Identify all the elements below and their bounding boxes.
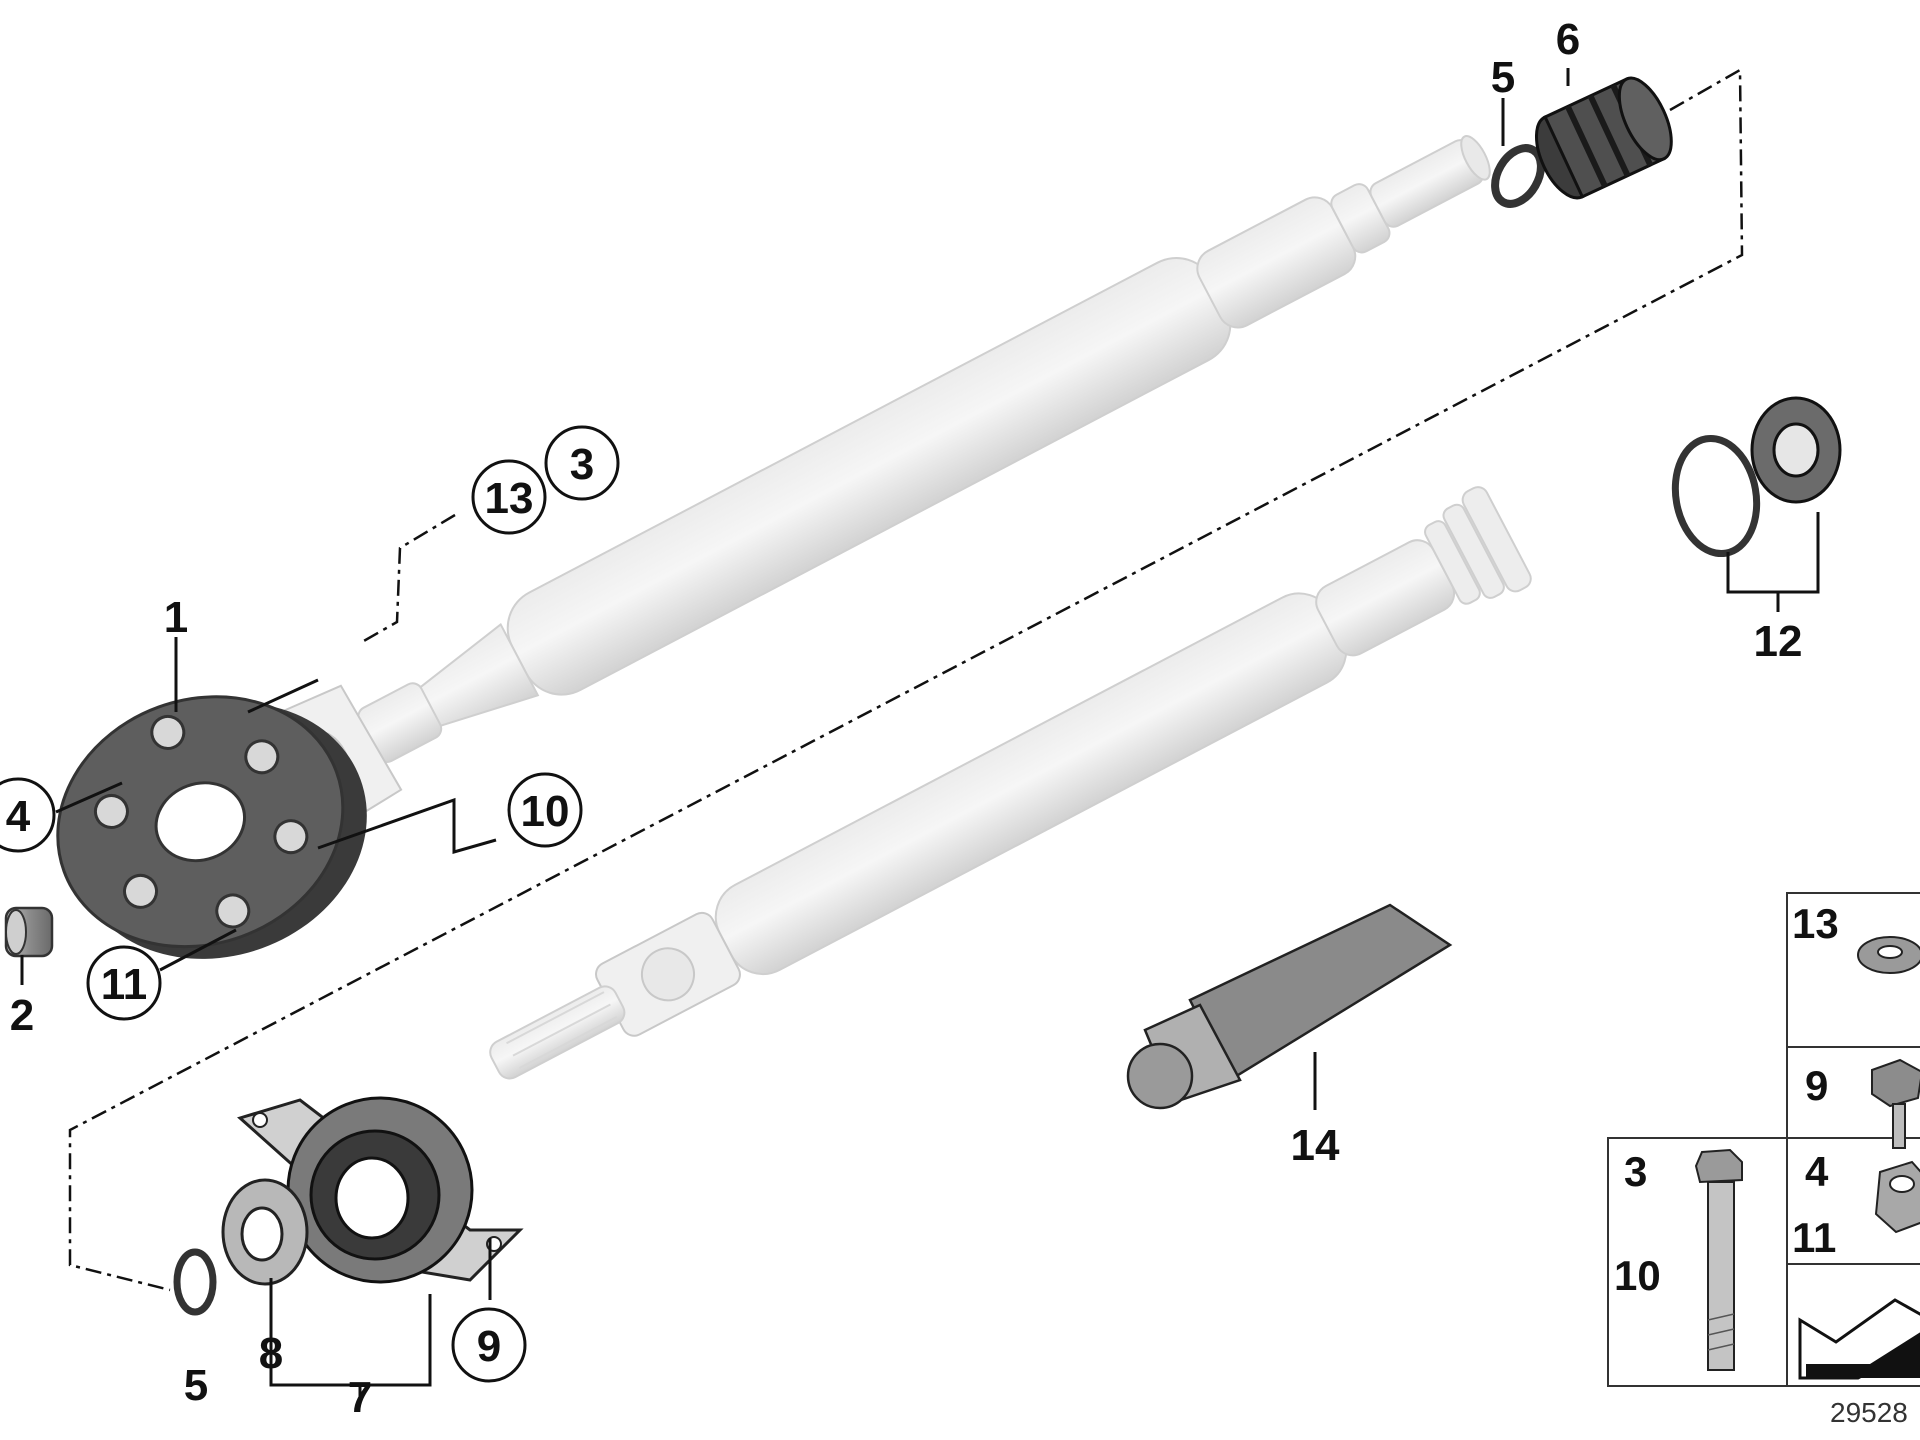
sealing-ring xyxy=(1671,434,1761,558)
callout-14: 14 xyxy=(1291,1121,1340,1170)
callout-1: 1 xyxy=(164,593,188,642)
callout-7: 7 xyxy=(348,1373,372,1422)
legend-9: 9 xyxy=(1805,1062,1828,1109)
grooved-ball-bearing xyxy=(221,1178,309,1286)
callout-10-circle xyxy=(507,772,583,848)
rubber-boot xyxy=(1534,76,1673,200)
legend-4: 4 xyxy=(1805,1148,1829,1195)
callout-8: 8 xyxy=(259,1329,283,1378)
self-locking-nut-icon xyxy=(1874,1160,1920,1234)
legend-10: 10 xyxy=(1614,1252,1661,1299)
dash-dot-guides xyxy=(68,67,1744,1292)
callout-5-top: 5 xyxy=(1491,53,1515,102)
callout-10: 10 xyxy=(521,787,570,836)
callout-5-bottom: 5 xyxy=(184,1361,208,1410)
drawing-code: 29528 xyxy=(1830,1397,1908,1428)
front-drive-shaft xyxy=(275,135,1491,831)
leader-lines xyxy=(20,68,1820,1400)
callout-11: 11 xyxy=(101,960,148,1009)
legend-11: 11 xyxy=(1792,1214,1836,1261)
callout-13: 13 xyxy=(485,474,534,523)
ring-bottom xyxy=(173,1248,217,1316)
centering-sleeve xyxy=(4,906,54,958)
callout-13-circle xyxy=(471,459,547,535)
center-mount xyxy=(237,1096,524,1284)
rear-drive-shaft xyxy=(489,486,1532,1080)
callout-11-circle xyxy=(86,945,162,1021)
callout-9-circle xyxy=(451,1307,527,1383)
flange-bolt-icon xyxy=(1871,1058,1920,1149)
callout-12: 12 xyxy=(1754,617,1803,666)
callout-6: 6 xyxy=(1556,15,1580,64)
callout-4-circle xyxy=(0,777,56,853)
collar-nut xyxy=(1750,396,1842,504)
flex-disc xyxy=(56,695,367,959)
legend-3: 3 xyxy=(1624,1148,1647,1195)
ring-top xyxy=(1491,144,1545,208)
arrow-symbol-icon xyxy=(1798,1298,1920,1380)
legend-13: 13 xyxy=(1792,900,1839,947)
callout-2: 2 xyxy=(10,991,34,1040)
grease-tube xyxy=(1126,903,1453,1110)
callout-9: 9 xyxy=(477,1322,501,1371)
callout-4: 4 xyxy=(6,792,31,841)
callout-3-circle xyxy=(544,425,620,501)
callouts: 1 2 13 3 4 11 10 5 6 12 14 5 8 7 9 xyxy=(0,15,1802,1422)
washer-icon xyxy=(1857,936,1920,974)
callout-3: 3 xyxy=(570,440,594,489)
hex-bolt-icon xyxy=(1694,1148,1743,1371)
fastener-legend: 13 9 3 10 4 11 xyxy=(1607,892,1920,1387)
